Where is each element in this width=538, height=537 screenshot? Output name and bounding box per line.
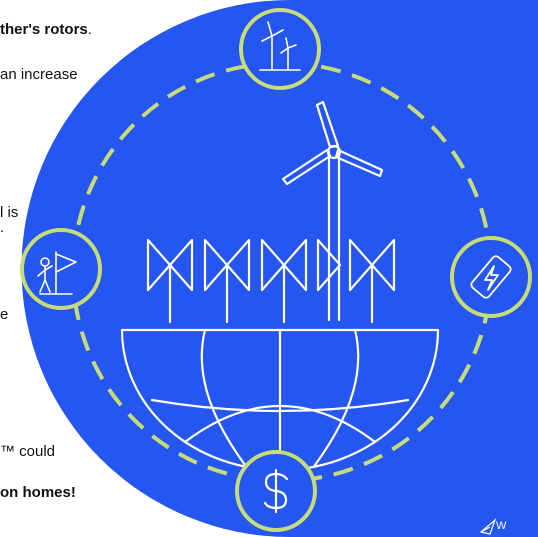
text-line-2: an increase (0, 66, 78, 83)
node-dollar (235, 450, 317, 532)
text-line-1: ther's rotors. (0, 21, 92, 38)
dollar-icon (263, 468, 289, 514)
person-turbine-icon (37, 251, 77, 295)
wind-turbines-icon (259, 21, 301, 71)
battery-charge-icon (470, 255, 512, 299)
text-line-5: e (0, 306, 9, 323)
text-line-3: l is (0, 204, 19, 221)
text-line-7: on homes! (0, 484, 76, 501)
text-line-6: ™ could (0, 443, 56, 460)
watermark-logo-icon (479, 518, 497, 535)
watermark-text: W (496, 520, 507, 532)
text-line-4: . (0, 219, 5, 236)
node-person (20, 228, 102, 310)
node-battery (450, 236, 532, 318)
watermark: W (496, 520, 506, 532)
turbine-globe-icon (120, 100, 440, 472)
node-turbines (239, 8, 321, 90)
